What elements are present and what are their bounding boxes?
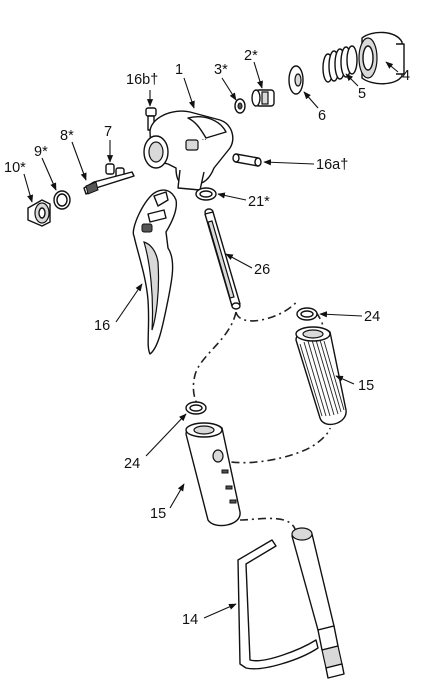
part-labels: 1 3* 2* 4 5 6 16b† 7 16a† 8* 9* 10* 21* …	[4, 48, 410, 628]
svg-text:..: ..	[202, 132, 207, 142]
part-24-oring-bottom	[185, 401, 207, 415]
part-16-trigger	[132, 189, 178, 355]
part-9-oring	[53, 190, 71, 210]
handle-ribs	[299, 339, 345, 417]
part-8-needle	[83, 171, 135, 195]
assembly-path-line	[192, 299, 331, 546]
part-4-end-cap	[358, 31, 405, 85]
part-1-gun-body: ..	[143, 110, 234, 191]
part-26-filter-tube	[204, 208, 241, 310]
label-part-15-left: 15	[150, 506, 166, 522]
label-part-24-bottom: 24	[124, 456, 140, 472]
label-part-1: 1	[175, 62, 183, 78]
label-part-2: 2*	[244, 48, 258, 64]
part-16a-pin	[232, 153, 262, 167]
label-part-4: 4	[402, 68, 410, 84]
label-part-10: 10*	[4, 160, 26, 176]
label-part-14: 14	[182, 612, 198, 628]
part-14-guard	[237, 539, 319, 670]
label-part-3: 3*	[214, 62, 228, 78]
label-part-15-right: 15	[358, 378, 374, 394]
part-6-seat	[288, 65, 304, 95]
part-10-cap	[27, 199, 51, 227]
label-part-8: 8*	[60, 128, 74, 144]
label-part-16b: 16b†	[126, 72, 158, 88]
label-part-16a: 16a†	[316, 157, 348, 173]
part-24-oring-top	[296, 307, 318, 321]
label-part-5: 5	[358, 86, 366, 102]
part-15-handle-smooth	[185, 422, 241, 527]
label-part-7: 7	[104, 124, 112, 140]
part-5-spring	[322, 45, 358, 83]
label-part-6: 6	[318, 108, 326, 124]
leader-lines	[23, 61, 399, 619]
part-21-oring	[195, 187, 217, 201]
label-part-21: 21*	[248, 194, 270, 210]
label-part-24-top: 24	[364, 309, 380, 325]
label-part-16: 16	[94, 318, 110, 334]
label-part-26: 26	[254, 262, 270, 278]
swivel-fitting	[291, 527, 345, 679]
label-part-9: 9*	[34, 144, 48, 160]
part-3-seal	[234, 98, 246, 114]
part-15-handle-ribbed	[295, 326, 347, 426]
part-2-fitting	[251, 89, 275, 107]
